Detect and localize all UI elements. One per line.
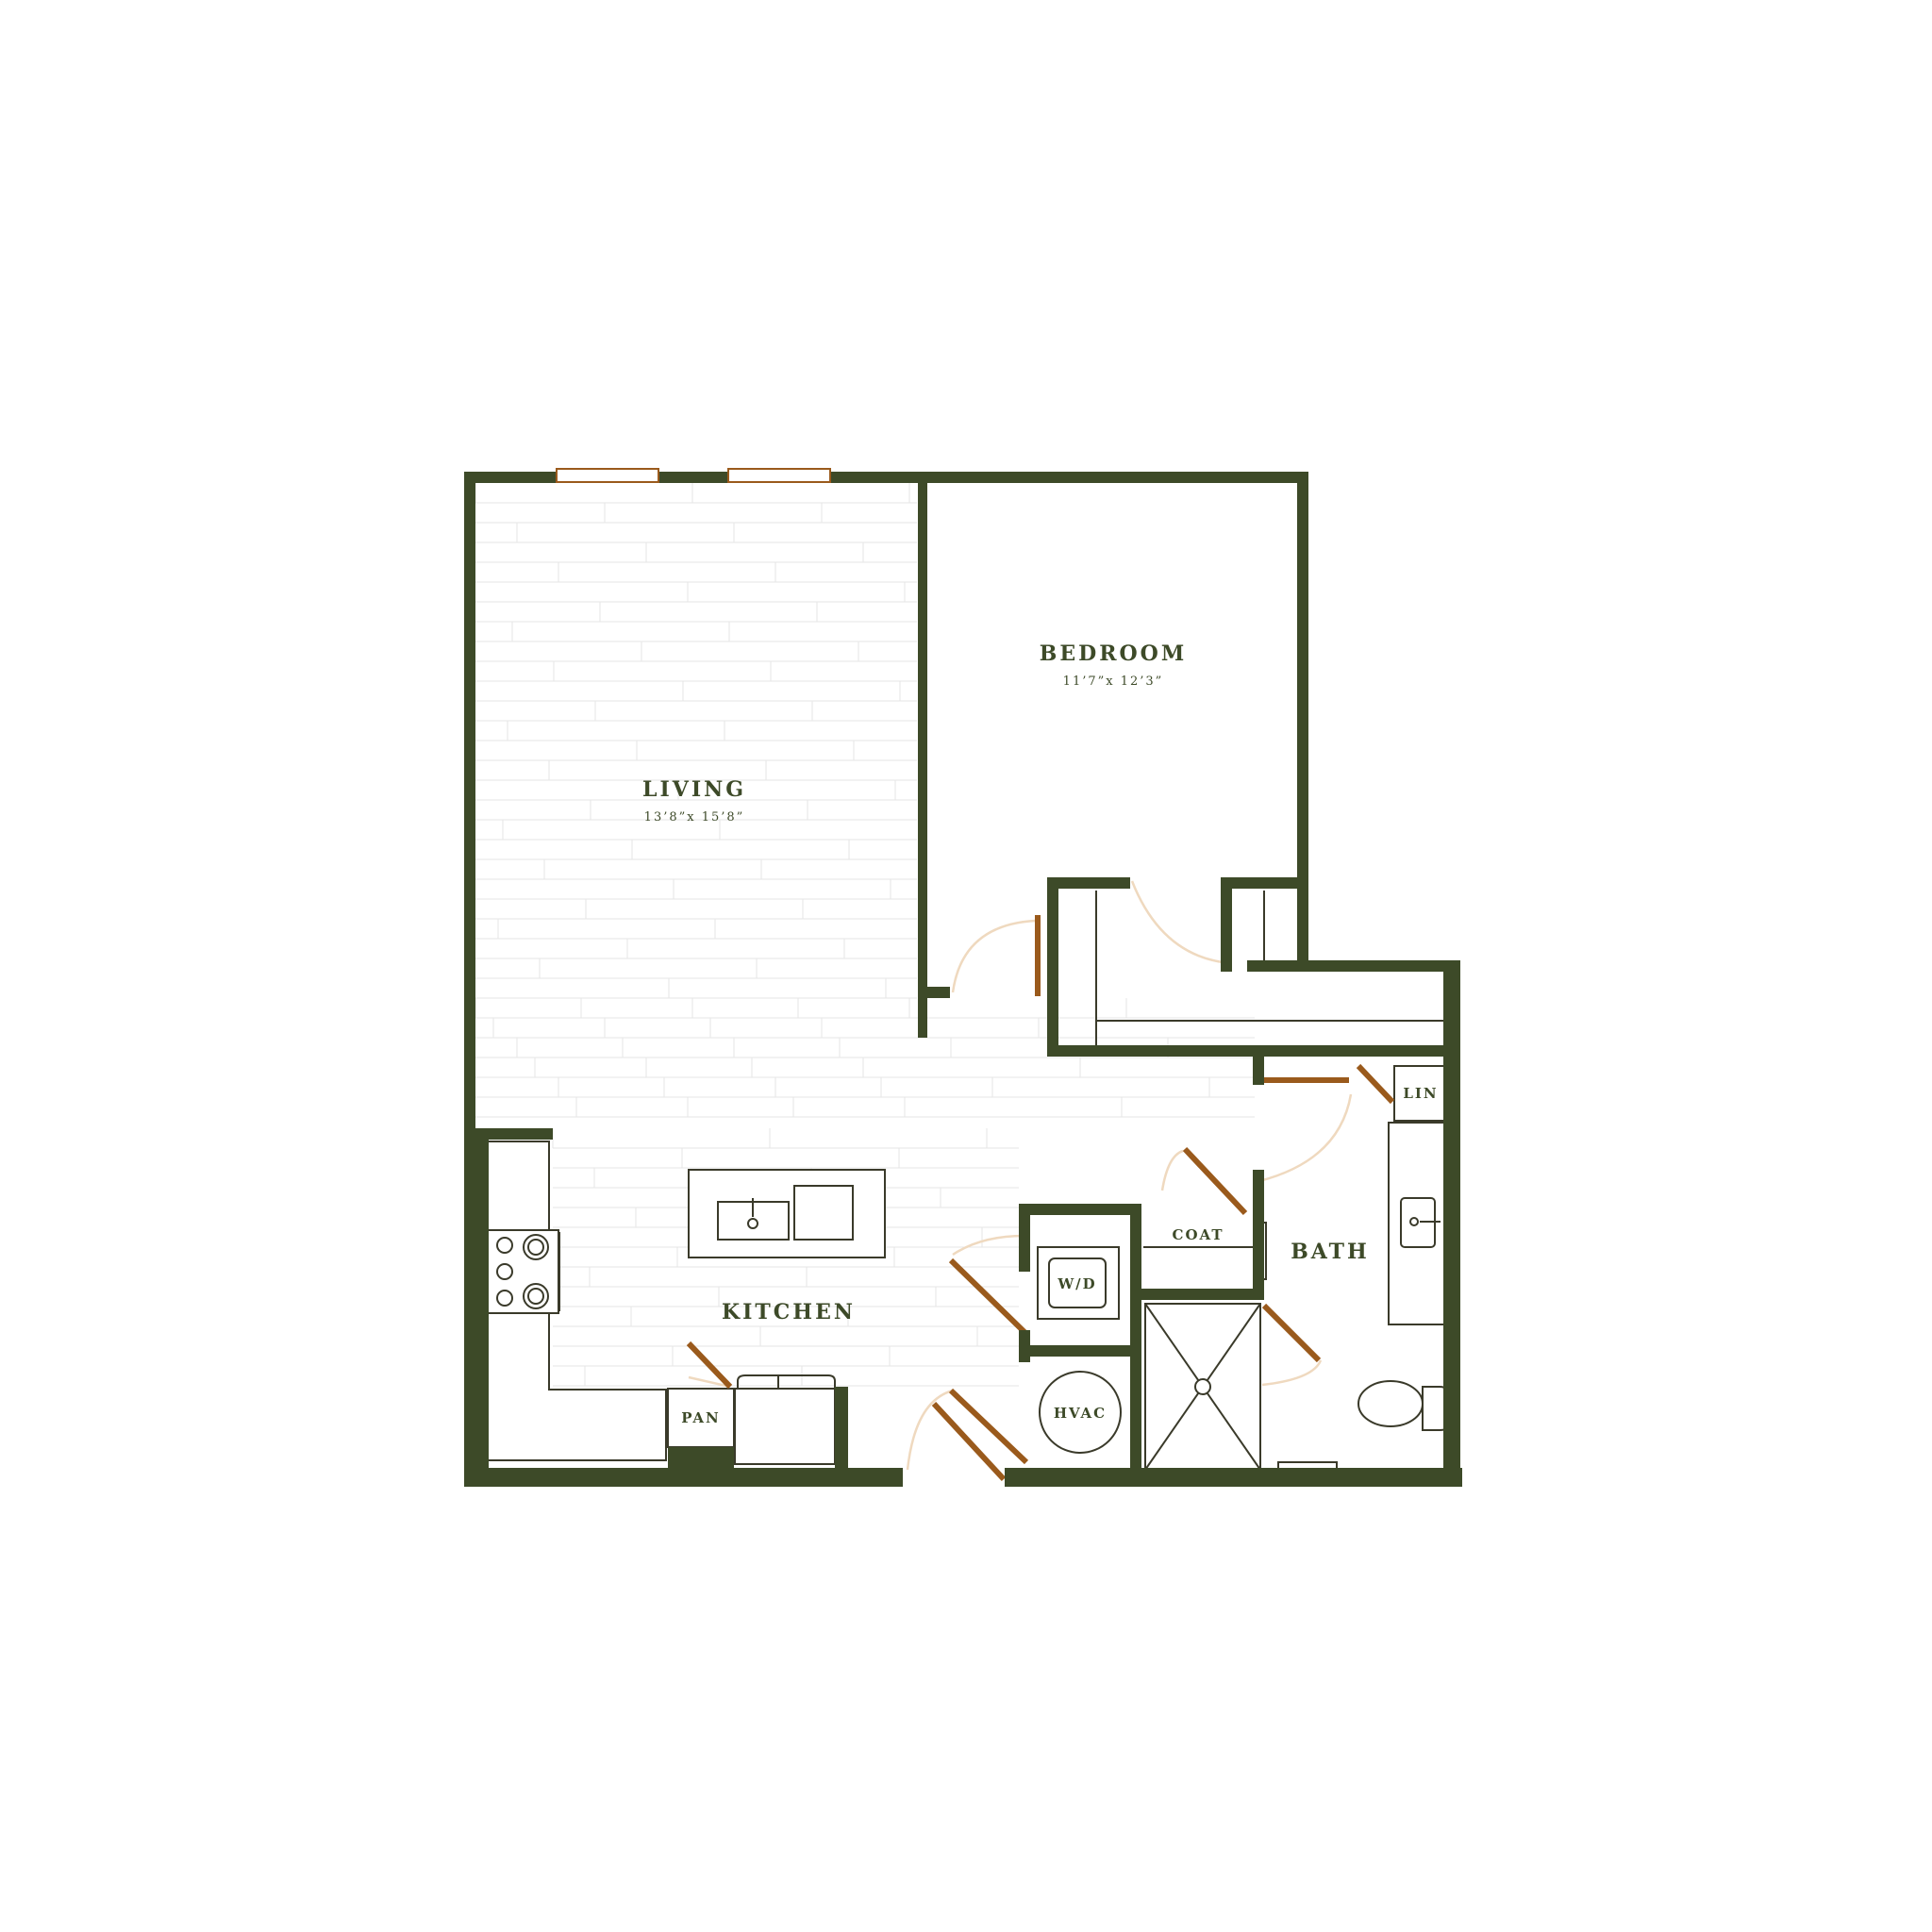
window [727, 468, 831, 483]
closet-fixtures [1037, 891, 1448, 1454]
linen-door [1356, 1063, 1395, 1105]
shower-door [1261, 1303, 1322, 1363]
coat-door [1182, 1146, 1248, 1216]
washer-dryer-label: W/D [1057, 1275, 1096, 1292]
bath-name: BATH [1291, 1240, 1370, 1264]
pantry-label: PAN [681, 1409, 721, 1426]
bath-fixtures [1144, 1065, 1450, 1473]
living-name: LIVING [642, 777, 746, 802]
laundry-door [948, 1257, 1029, 1337]
bedroom-dims: 11’7”x 12’3” [1063, 675, 1164, 689]
living-dims: 13’8”x 15’8” [644, 810, 745, 824]
kitchen-name: KITCHEN [722, 1300, 856, 1324]
refrigerator [734, 1388, 836, 1465]
hvac-door-b [931, 1401, 1007, 1482]
plank-flooring [475, 483, 1255, 1387]
windows [556, 468, 831, 483]
coat-label: COAT [1173, 1226, 1224, 1243]
linen-label: LIN [1403, 1085, 1438, 1102]
kitchen-fixtures [485, 1141, 886, 1465]
hvac-door-a [948, 1388, 1029, 1465]
hvac-label: HVAC [1054, 1405, 1107, 1422]
hvac-unit [1039, 1371, 1122, 1454]
toilet-icon [1357, 1380, 1450, 1431]
room-labels: LIVING 13’8”x 15’8” BEDROOM 11’7”x 12’3”… [642, 641, 1438, 1426]
shower-icon [1144, 1303, 1261, 1471]
window [556, 468, 659, 483]
bedroom-name: BEDROOM [1040, 641, 1187, 666]
door-swings [688, 880, 1353, 1471]
pantry-door [686, 1341, 733, 1390]
walls [464, 472, 1462, 1487]
